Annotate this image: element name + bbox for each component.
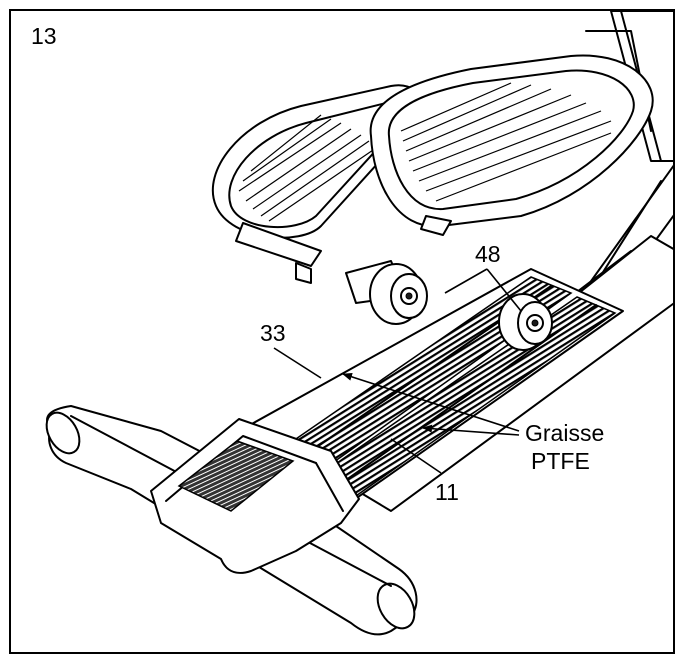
diagram-frame: 13 [9,9,675,654]
grease-arrow-lower [422,424,520,436]
right-pedal [369,54,654,236]
label-part-48: 48 [475,241,501,267]
wheel-right [498,293,553,351]
leader-48-left [444,268,488,294]
assembly-illustration: 48 33 11 Graisse PTFE [45,11,673,636]
leader-48-right [486,268,522,312]
leader-11 [390,438,442,474]
callout-leaders [273,268,522,474]
wheel-left [345,260,428,325]
label-part-33: 33 [260,320,286,346]
left-pedal [211,84,423,284]
label-part-11: 11 [435,479,459,505]
rail-end-cap [150,418,360,574]
leader-33 [273,347,322,379]
label-ptfe: PTFE [531,448,590,474]
step-number: 13 [31,23,57,49]
label-grease: Graisse [525,420,604,446]
grease-arrow-upper [342,372,520,432]
